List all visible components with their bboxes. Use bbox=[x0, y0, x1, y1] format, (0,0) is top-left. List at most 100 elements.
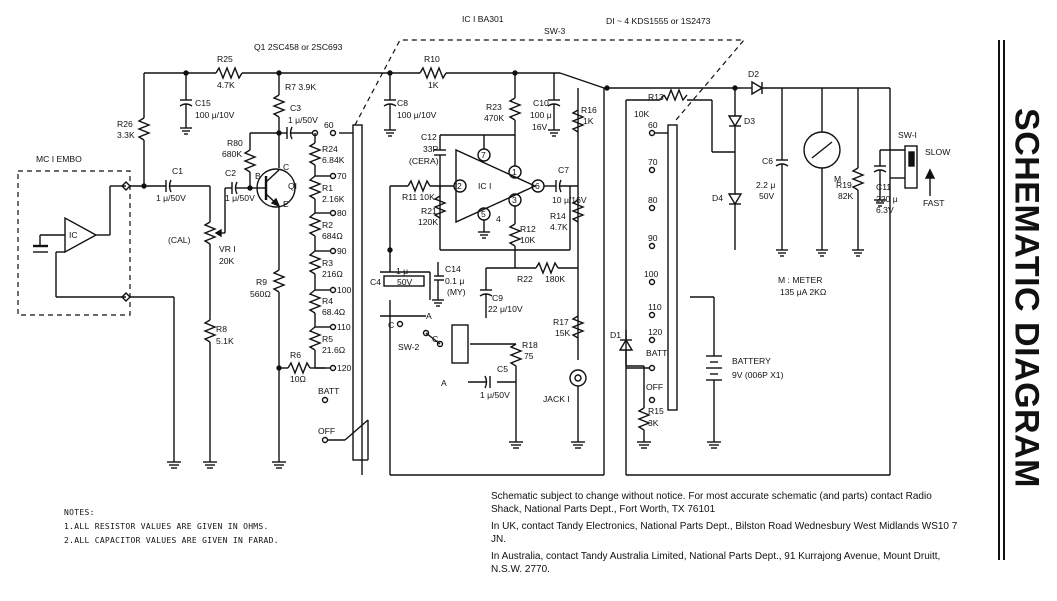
sw2-a-top: A bbox=[426, 311, 432, 321]
c5-value: 1 μ/50V bbox=[480, 390, 510, 400]
c12-value: 33P bbox=[423, 144, 439, 154]
r25-label: R25 bbox=[217, 54, 233, 64]
c6-value: 2.2 μ bbox=[756, 180, 775, 190]
range-80-left: 80 bbox=[337, 208, 347, 218]
r80-value: 680K bbox=[222, 149, 242, 159]
r22-label: R22 bbox=[517, 274, 533, 284]
vr1-value: 20K bbox=[219, 256, 235, 266]
c6-value2: 50V bbox=[759, 191, 775, 201]
c5-label: C5 bbox=[497, 364, 508, 374]
component-labels: IC I BA301 Q1 2SC458 or 2SC693 DI ~ 4 KD… bbox=[36, 14, 951, 436]
c9-value: 22 μ/10V bbox=[488, 304, 523, 314]
mic-module-mc1 bbox=[17, 170, 131, 316]
cal-label: (CAL) bbox=[168, 235, 191, 245]
r9-label: R9 bbox=[256, 277, 267, 287]
batt-left: BATT bbox=[318, 386, 340, 396]
meter-spec: M : METER bbox=[778, 275, 822, 285]
c2-label: C2 bbox=[225, 168, 236, 178]
info-paragraph-au: In Australia, contact Tandy Australia Li… bbox=[491, 551, 941, 575]
meter-section bbox=[618, 80, 936, 449]
r16-label: R16 bbox=[581, 105, 597, 115]
range-90-left: 90 bbox=[337, 246, 347, 256]
r24-label: R24 bbox=[322, 144, 338, 154]
q1-transistor bbox=[243, 73, 296, 270]
c15-capacitor bbox=[179, 73, 193, 135]
r7-label: R7 3.9K bbox=[285, 82, 316, 92]
r11-label: R11 10K bbox=[402, 192, 435, 202]
r13-label: R13 bbox=[648, 92, 664, 102]
r19-label: R19 bbox=[836, 180, 852, 190]
r8-label: R8 bbox=[216, 324, 227, 334]
r21-label: R21 bbox=[421, 206, 437, 216]
r3-label: R3 bbox=[322, 258, 333, 268]
r2-value: 684Ω bbox=[322, 231, 343, 241]
r17-value: 15K bbox=[555, 328, 571, 338]
range-70-right: 70 bbox=[648, 157, 658, 167]
d2-label: D2 bbox=[748, 69, 759, 79]
notes-heading: NOTES: bbox=[64, 508, 95, 517]
c12-label: C12 bbox=[421, 132, 437, 142]
c7-label: C7 bbox=[558, 165, 569, 175]
r22-value: 180K bbox=[545, 274, 565, 284]
ic-main-label: IC I bbox=[478, 181, 491, 191]
off-left: OFF bbox=[318, 426, 335, 436]
battery-label: BATTERY bbox=[732, 356, 771, 366]
r26-resistor bbox=[137, 73, 151, 189]
r8-value: 5.1K bbox=[216, 336, 234, 346]
c3-value: 1 μ/50V bbox=[288, 115, 318, 125]
r6-value: 10Ω bbox=[290, 374, 307, 384]
r80-label: R80 bbox=[227, 138, 243, 148]
r17-label: R17 bbox=[553, 317, 569, 327]
range-resistor-ladder bbox=[308, 129, 337, 372]
c9-label: C9 bbox=[492, 293, 503, 303]
c15-label: C15 bbox=[195, 98, 211, 108]
pin-2: 2 bbox=[457, 181, 462, 191]
c14-value: 0.1 μ bbox=[445, 276, 464, 286]
jack-label: JACK I bbox=[543, 394, 570, 404]
info-paragraph-us: Schematic subject to change without noti… bbox=[491, 491, 932, 515]
ic1-amplifier bbox=[387, 73, 571, 253]
c11-value2: 6.3V bbox=[876, 205, 894, 215]
output-section bbox=[478, 88, 585, 340]
c10-value2: 16V bbox=[532, 122, 548, 132]
info-paragraph-uk: In UK, contact Tandy Electronics, Nation… bbox=[491, 521, 958, 545]
r1-label: R1 bbox=[322, 183, 333, 193]
c6-label: C6 bbox=[762, 156, 773, 166]
c1-label: C1 bbox=[172, 166, 183, 176]
ic-small-label: IC bbox=[69, 230, 78, 240]
c3-capacitor bbox=[279, 126, 319, 140]
r25-value: 4.7K bbox=[217, 80, 235, 90]
r12-label: R12 bbox=[520, 224, 536, 234]
sw2-c-top: C bbox=[388, 320, 394, 330]
c3-label: C3 bbox=[290, 103, 301, 113]
r23-value: 470K bbox=[484, 113, 504, 123]
batt-right: BATT bbox=[646, 348, 668, 358]
sw3-switch bbox=[321, 39, 746, 461]
slow-label: SLOW bbox=[925, 147, 951, 157]
r3-value: 216Ω bbox=[322, 269, 343, 279]
c-letter-label: C bbox=[283, 162, 289, 172]
c14-label: C14 bbox=[445, 264, 461, 274]
notes-block: NOTES: 1.ALL RESISTOR VALUES ARE GIVEN I… bbox=[64, 506, 394, 548]
b-letter-label: B bbox=[255, 171, 261, 181]
vr1-label: VR I bbox=[219, 244, 236, 254]
r16-value: 1K bbox=[583, 116, 594, 126]
side-rule-right bbox=[1003, 40, 1005, 560]
d4-label: D4 bbox=[712, 193, 723, 203]
r18-label: R18 bbox=[522, 340, 538, 350]
q1-short-label: QI bbox=[288, 181, 297, 191]
contact-info-block: Schematic subject to change without noti… bbox=[491, 491, 961, 582]
r26-value: 3.3K bbox=[117, 130, 135, 140]
ic1-label: IC I BA301 bbox=[462, 14, 504, 24]
range-60-left: 60 bbox=[324, 120, 334, 130]
diodes-label: DI ~ 4 KDS1555 or 1S2473 bbox=[606, 16, 711, 26]
c11-value: 220 μ bbox=[876, 194, 898, 204]
range-60-right: 60 bbox=[648, 120, 658, 130]
range-110-left: 110 bbox=[337, 322, 351, 332]
r18-value: 75 bbox=[524, 351, 534, 361]
range-80-right: 80 bbox=[648, 195, 658, 205]
c2-value: 1 μ/50V bbox=[225, 193, 255, 203]
r4-label: R4 bbox=[322, 296, 333, 306]
pin-3: 3 bbox=[512, 195, 517, 205]
